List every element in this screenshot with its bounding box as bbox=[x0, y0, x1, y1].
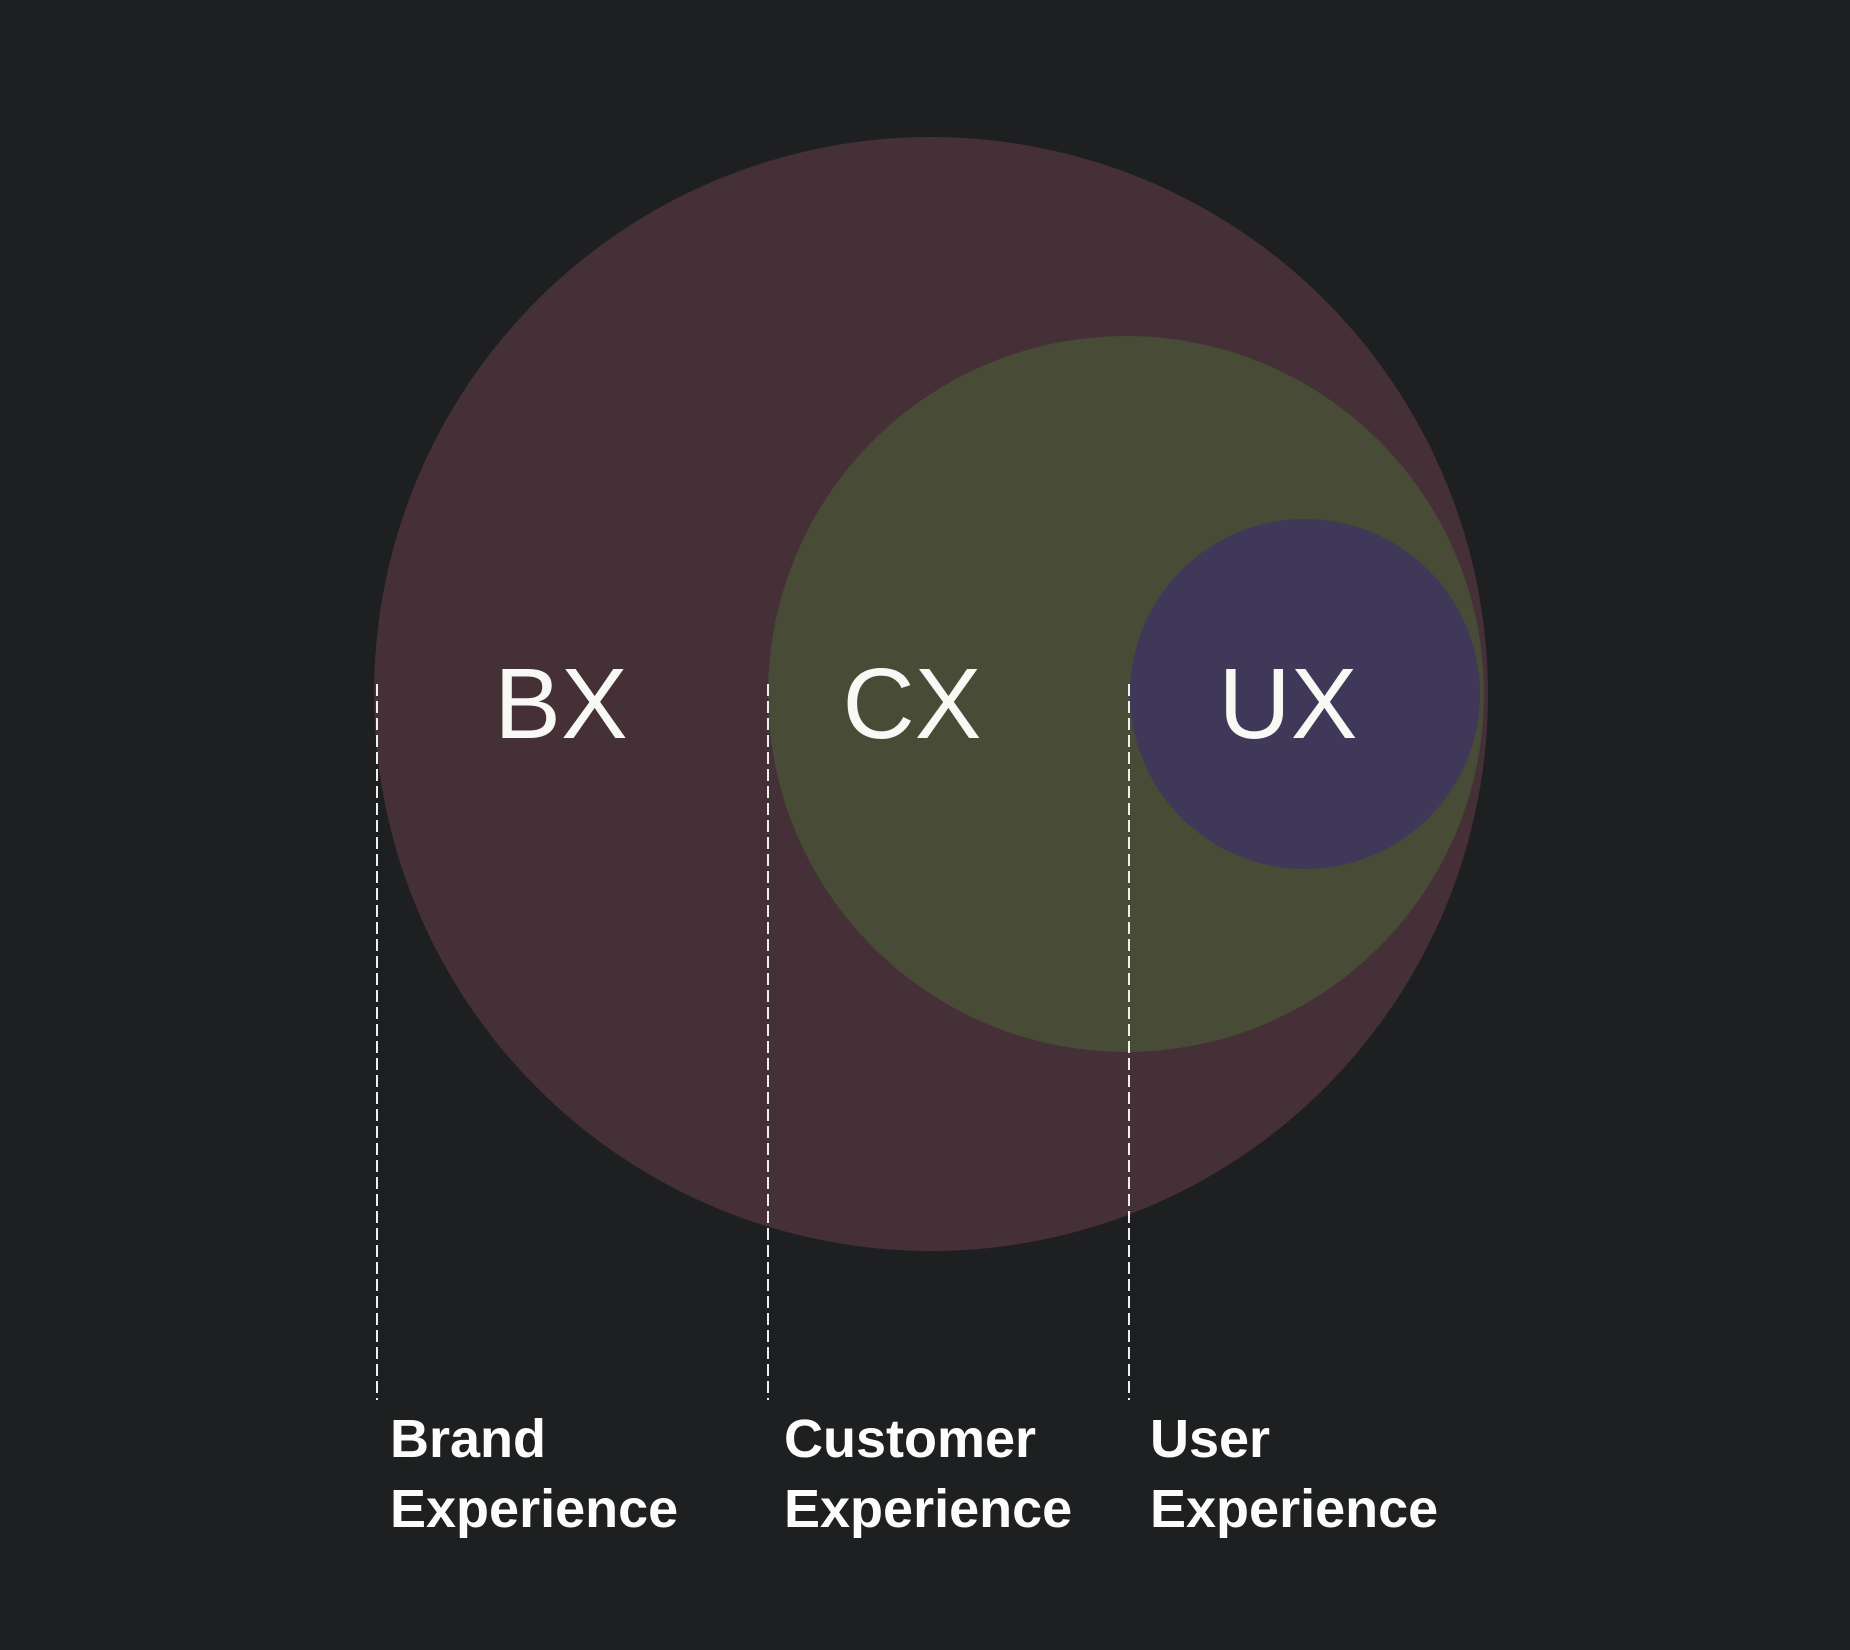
ux-circle bbox=[1130, 519, 1480, 869]
cx-caption-line1: Customer bbox=[784, 1409, 1037, 1469]
cx-caption: Customer Experience bbox=[784, 1404, 1072, 1544]
bx-caption-line1: Brand bbox=[390, 1409, 547, 1469]
ux-caption-line2: Experience bbox=[1150, 1479, 1439, 1539]
bx-label: BX bbox=[494, 648, 628, 760]
ux-label: UX bbox=[1218, 648, 1358, 760]
bx-guide-dashed-line bbox=[376, 684, 378, 1400]
cx-guide-dashed-line bbox=[767, 684, 769, 1400]
ux-caption: User Experience bbox=[1150, 1404, 1438, 1544]
ux-guide-dashed-line bbox=[1128, 684, 1130, 1400]
cx-caption-line2: Experience bbox=[784, 1479, 1073, 1539]
bx-caption: Brand Experience bbox=[390, 1404, 678, 1544]
ux-caption-line1: User bbox=[1150, 1409, 1271, 1469]
cx-label: CX bbox=[842, 648, 982, 760]
bx-caption-line2: Experience bbox=[390, 1479, 679, 1539]
